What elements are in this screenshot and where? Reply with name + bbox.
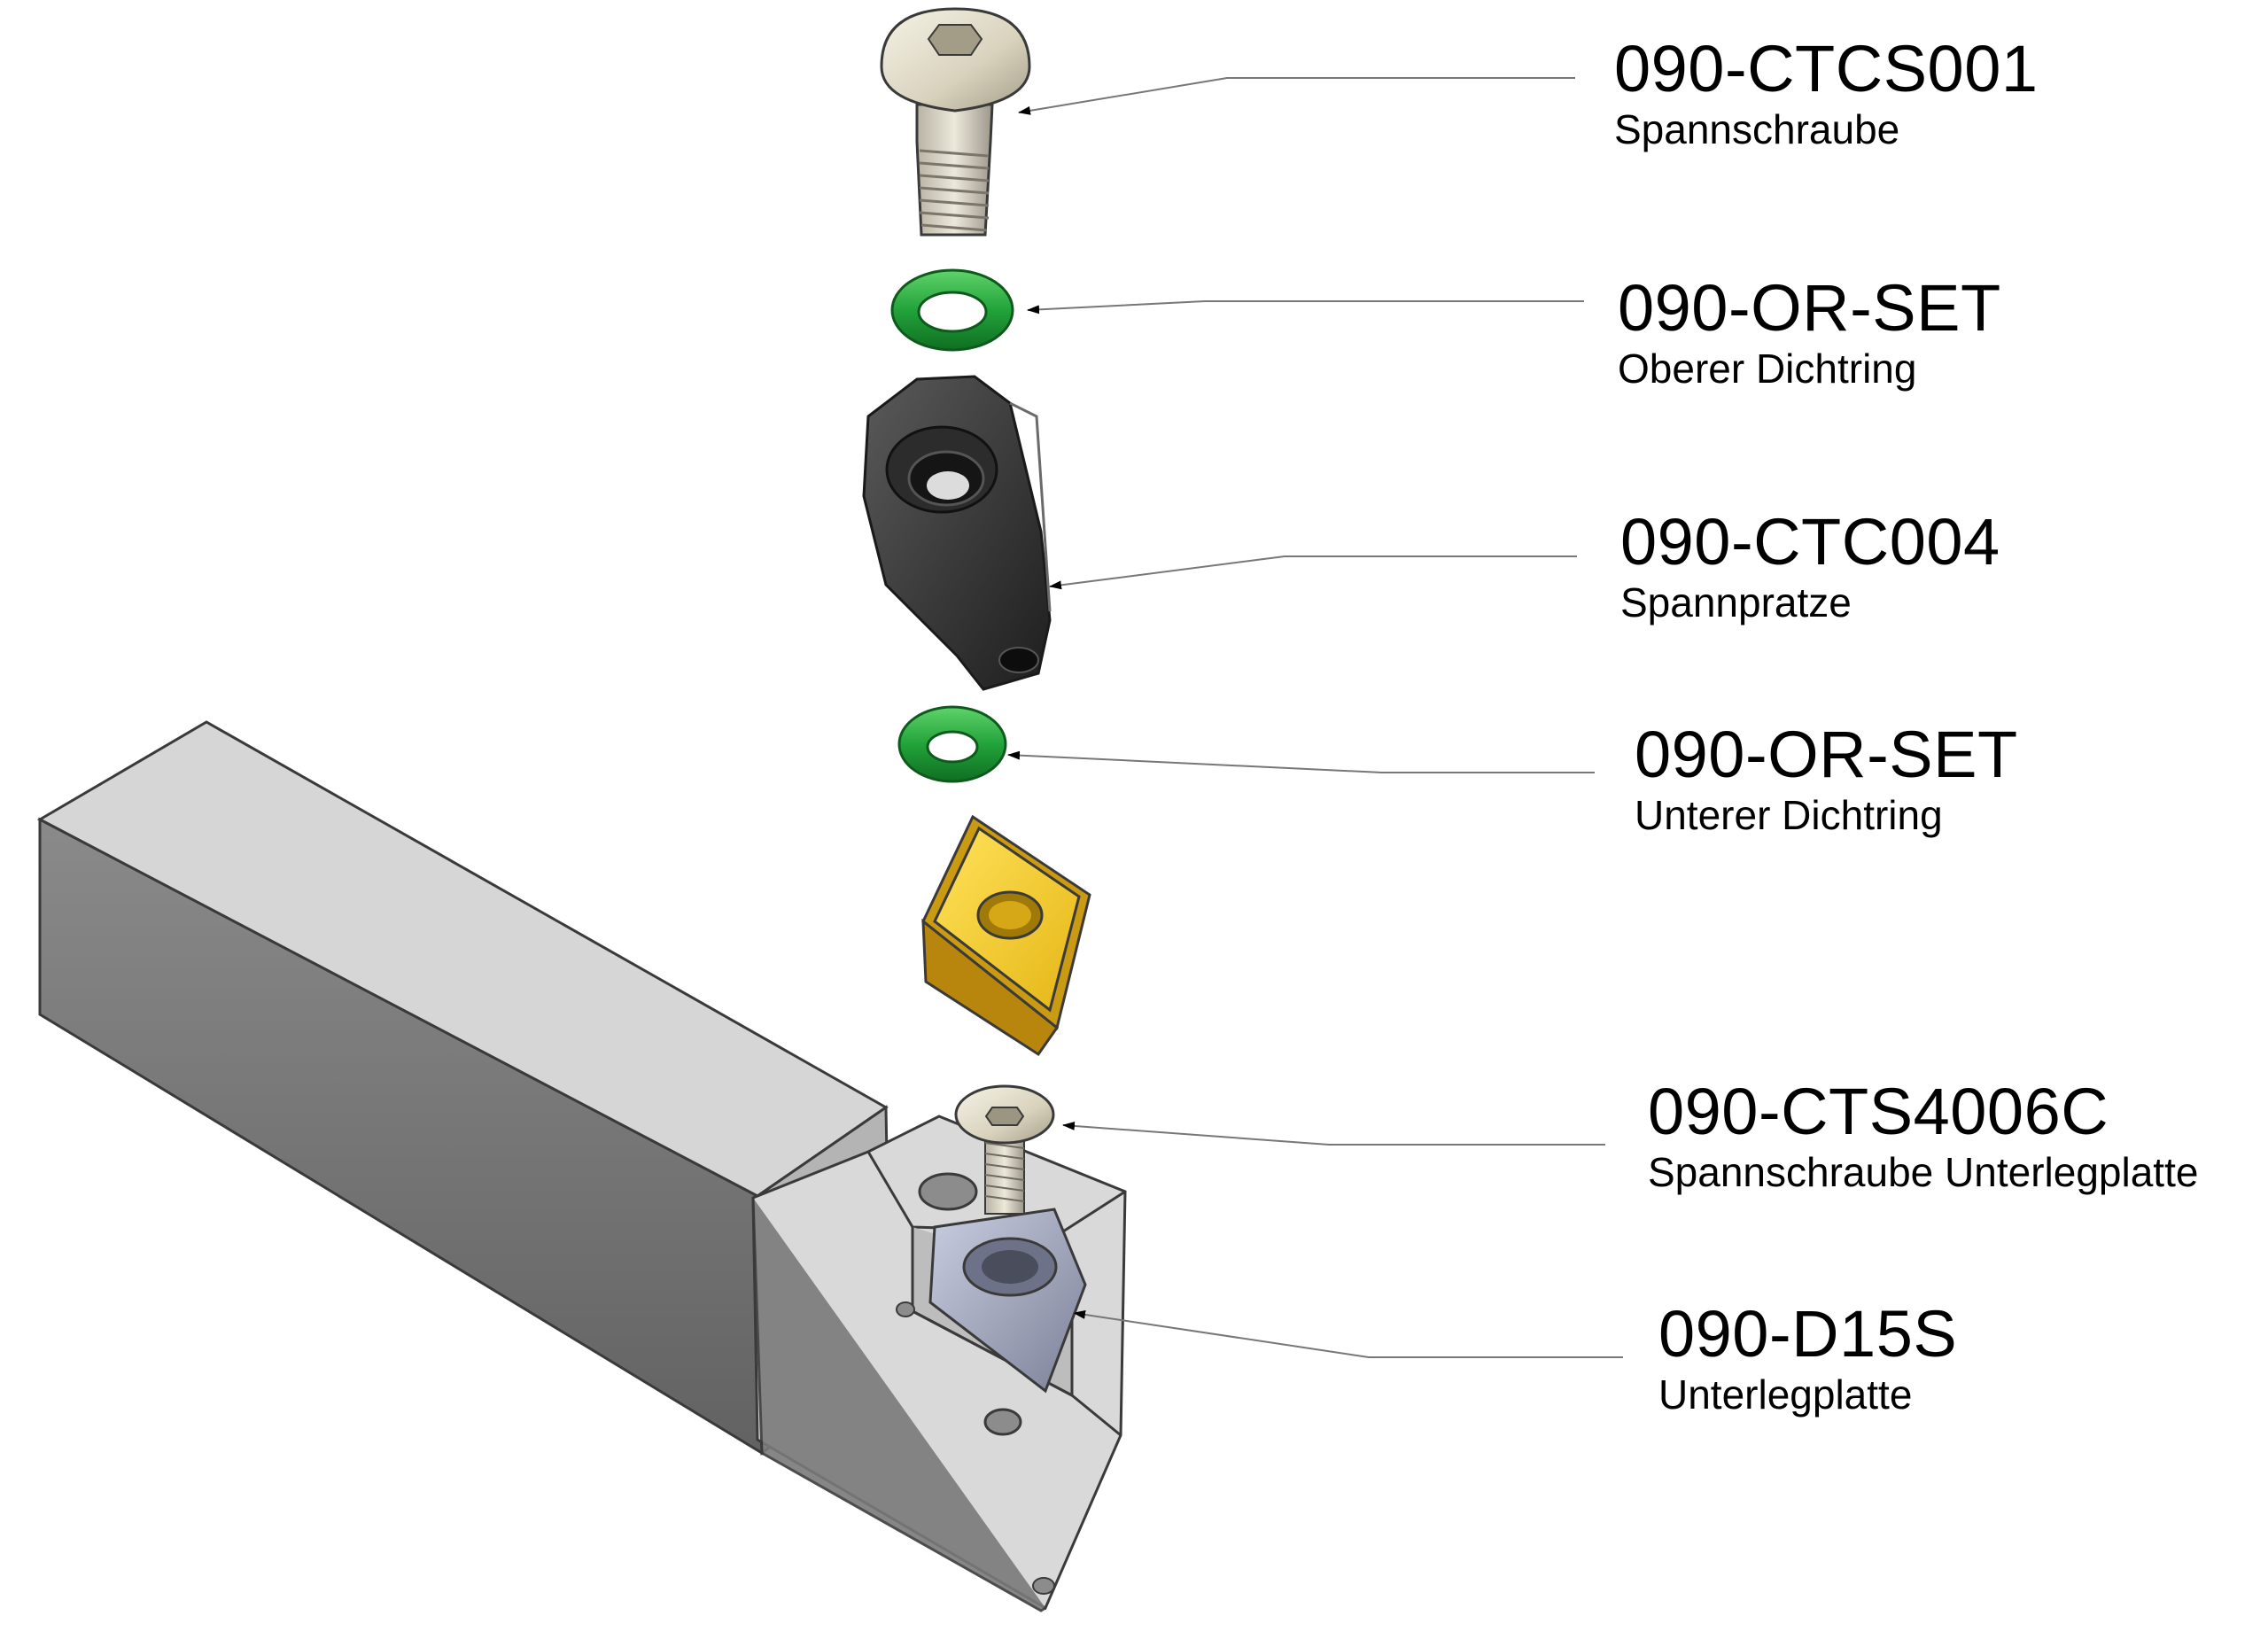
- leader-line-3: [1049, 555, 1577, 590]
- part-description: Unterlegplatte: [1658, 1371, 1913, 1418]
- part-label-shim-screw: 090-CTS4006C Spannschraube Unterlegplatt…: [1648, 1076, 2198, 1197]
- part-description: Unterer Dichtring: [1635, 792, 1943, 838]
- part-label-clamp-screw: 090-CTCS001 Spannschraube: [1614, 34, 2039, 154]
- part-code: 090-D15S: [1658, 1297, 1958, 1371]
- clamp: [862, 375, 1052, 691]
- lower-o-ring: [897, 705, 1007, 783]
- leader-line-2: [1027, 300, 1584, 315]
- part-description: Spannschraube Unterlegplatte: [1648, 1149, 2199, 1195]
- clamp-screw: [880, 7, 1031, 237]
- part-code: 090-CTS4006C: [1648, 1075, 2109, 1148]
- part-code: 090-CTC004: [1620, 505, 2000, 579]
- part-label-clamp: 090-CTC004 Spannpratze: [1620, 507, 2000, 627]
- shim-plate: [928, 1208, 1087, 1394]
- cutting-insert: [921, 814, 1091, 1057]
- part-code: 090-OR-SET: [1635, 718, 2018, 791]
- part-description: Spannschraube: [1614, 106, 1900, 152]
- part-description: Oberer Dichtring: [1618, 346, 1917, 392]
- part-label-shim-plate: 090-D15S Unterlegplatte: [1658, 1299, 1957, 1419]
- part-code: 090-OR-SET: [1618, 271, 2001, 345]
- leader-line-1: [1018, 77, 1575, 115]
- leader-line-4: [1007, 750, 1595, 773]
- part-label-lower-o-ring: 090-OR-SET Unterer Dichtring: [1635, 719, 2018, 840]
- leader-line-6: [1073, 1309, 1623, 1358]
- part-label-upper-o-ring: 090-OR-SET Oberer Dichtring: [1618, 273, 2001, 393]
- shim-screw: [954, 1084, 1055, 1215]
- part-code: 090-CTCS001: [1614, 32, 2039, 105]
- upper-o-ring: [890, 268, 1014, 352]
- tool-holder-head: [751, 1115, 1127, 1612]
- leader-lines: [1007, 77, 1623, 1358]
- leader-line-5: [1062, 1121, 1605, 1146]
- part-description: Spannpratze: [1620, 579, 1852, 625]
